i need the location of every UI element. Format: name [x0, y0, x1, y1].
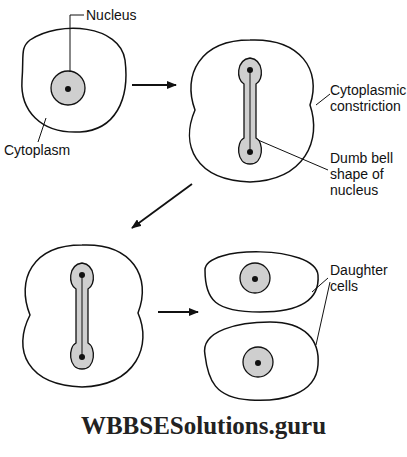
part-label: Nucleus: [86, 7, 176, 23]
leader-line: [70, 15, 84, 72]
stage-arrow: [158, 311, 198, 313]
watermark: WBBSESolutions.guru: [0, 412, 407, 440]
part-label: Cytoplasm: [4, 142, 94, 158]
part-label: Daughter cells: [330, 262, 404, 294]
dividing-cell: [23, 245, 143, 387]
stage-arrow: [132, 184, 192, 228]
parent-cell: [22, 28, 126, 132]
part-label: Dumb bell shape of nucleus: [330, 150, 404, 198]
part-label: Cytoplasmic constriction: [330, 82, 407, 114]
stage-arrow: [132, 84, 176, 86]
leader-line: [38, 118, 46, 142]
daughter-cell: [205, 322, 319, 400]
dividing-cell: [190, 40, 314, 182]
leader-line: [258, 140, 328, 170]
daughter-cell: [205, 252, 318, 312]
leader-line: [316, 94, 330, 105]
leader-line: [312, 278, 328, 292]
leader-line: [316, 282, 330, 345]
